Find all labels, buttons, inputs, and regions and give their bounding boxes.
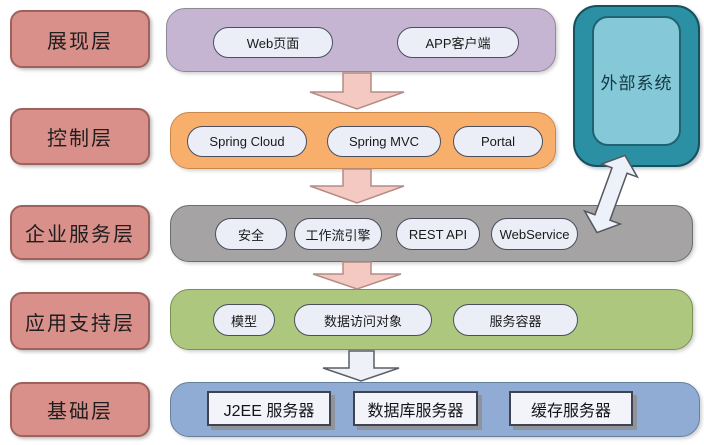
item-app-client: APP客户端 bbox=[397, 27, 519, 58]
item-workflow-engine: 工作流引擎 bbox=[294, 218, 382, 250]
item-rest-api: REST API bbox=[396, 218, 480, 250]
item-webservice: WebService bbox=[491, 218, 578, 250]
item-web-page: Web页面 bbox=[213, 27, 333, 58]
layer-label-control: 控制层 bbox=[10, 108, 150, 165]
item-service-container: 服务容器 bbox=[453, 304, 578, 336]
bidirectional-arrow-external-to-enterprise bbox=[582, 154, 640, 234]
item-j2ee-server: J2EE 服务器 bbox=[207, 391, 331, 426]
down-arrow-support-to-base bbox=[322, 350, 400, 382]
item-spring-mvc: Spring MVC bbox=[327, 126, 441, 157]
external-system-box: 外部系统 bbox=[573, 5, 700, 167]
row-presentation-layer: Web页面 APP客户端 bbox=[166, 8, 556, 72]
layer-label-base: 基础层 bbox=[10, 382, 150, 437]
layer-label-presentation: 展现层 bbox=[10, 10, 150, 68]
layer-label-enterprise: 企业服务层 bbox=[10, 205, 150, 260]
item-spring-cloud: Spring Cloud bbox=[187, 126, 307, 157]
row-control-layer: Spring Cloud Spring MVC Portal bbox=[170, 112, 556, 169]
item-cache-server: 缓存服务器 bbox=[509, 391, 633, 426]
down-arrow-enterprise-to-support bbox=[312, 261, 402, 290]
external-system-label: 外部系统 bbox=[592, 16, 681, 146]
row-application-support-layer: 模型 数据访问对象 服务容器 bbox=[170, 289, 693, 350]
item-portal: Portal bbox=[453, 126, 543, 157]
item-database-server: 数据库服务器 bbox=[353, 391, 478, 426]
layer-label-support: 应用支持层 bbox=[10, 292, 150, 350]
item-model: 模型 bbox=[213, 304, 275, 336]
item-security: 安全 bbox=[215, 218, 287, 250]
down-arrow-presentation-to-control bbox=[309, 72, 405, 110]
down-arrow-control-to-enterprise bbox=[309, 168, 405, 204]
row-base-layer: J2EE 服务器 数据库服务器 缓存服务器 bbox=[170, 382, 700, 437]
item-data-access-object: 数据访问对象 bbox=[294, 304, 432, 336]
